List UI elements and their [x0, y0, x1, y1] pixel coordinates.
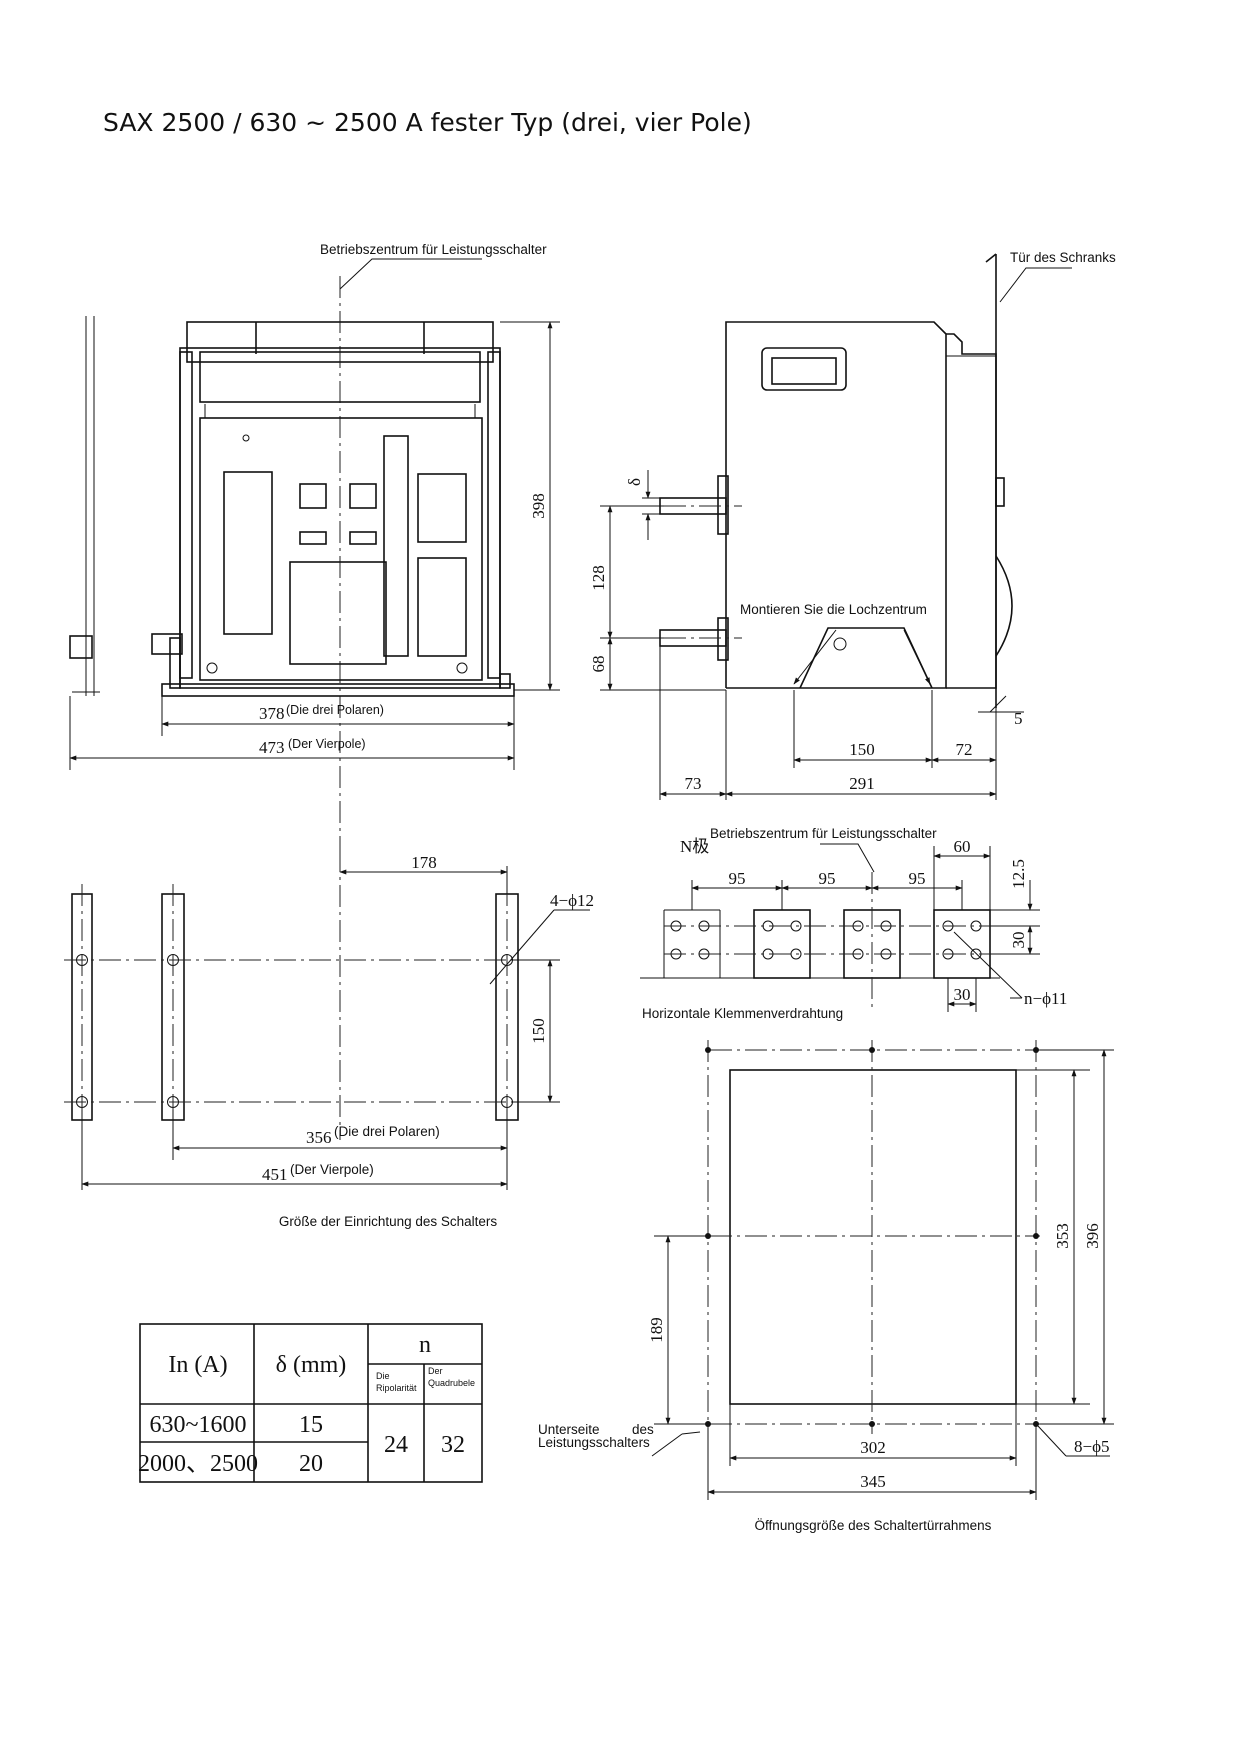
label-n-pole: N极 — [680, 837, 709, 856]
table-n-bipolar: 24 — [384, 1432, 408, 1458]
dim-mount-150: 150 — [529, 1018, 548, 1044]
dim-mount-356-note: (Die drei Polaren) — [334, 1124, 440, 1139]
label-breaker-center-top: Betriebszentrum für Leistungsschalter — [320, 242, 547, 257]
operating-handle — [383, 435, 409, 657]
label-breaker-center-terminals: Betriebszentrum für Leistungsschalter — [710, 826, 937, 841]
terminal-pole-1 — [753, 909, 811, 979]
base-plate — [161, 683, 515, 697]
dim-door-353: 353 — [1053, 1223, 1072, 1249]
dim-side-68: 68 — [589, 656, 608, 673]
table-header-in: In (A) — [168, 1352, 227, 1378]
label-cabinet-door: Tür des Schranks — [1010, 250, 1116, 265]
dim-side-150: 150 — [849, 740, 875, 759]
dim-mount-holes: 4−ϕ12 — [550, 891, 594, 910]
leader-breaker-center — [339, 258, 482, 290]
dim-side-128: 128 — [589, 565, 608, 591]
table-header-delta: δ (mm) — [276, 1352, 347, 1378]
dim-mount-451: 451 — [262, 1165, 288, 1184]
label-door-frame-opening: Öffnungsgröße des Schaltertürrahmens — [755, 1518, 992, 1533]
dim-door-396: 396 — [1083, 1223, 1102, 1249]
table-row-1-in: 630~1600 — [150, 1412, 247, 1438]
dim-mount-178: 178 — [411, 853, 437, 872]
label-mounting-size: Größe der Einrichtung des Schalters — [279, 1214, 498, 1229]
table-header-n-bipolar-1: Die — [376, 1371, 390, 1381]
label-breaker-bottom-1: Unterseite — [538, 1422, 600, 1437]
door-cutout — [729, 1069, 1017, 1405]
dim-front-w3-note: (Die drei Polaren) — [286, 703, 384, 717]
dim-side-5: 5 — [1014, 709, 1023, 728]
label-breaker-bottom-2: Leistungsschalters — [538, 1435, 650, 1450]
dim-side-291: 291 — [849, 774, 875, 793]
dim-side-delta: δ — [625, 478, 644, 486]
mounting-view: 178 4−ϕ12 150 356 (Die drei Polaren) 451… — [64, 850, 594, 1229]
side-terminal — [69, 635, 93, 659]
dim-mount-451-note: (Der Vierpole) — [290, 1162, 374, 1177]
dim-term-95c: 95 — [909, 869, 926, 888]
spec-table: In (A) δ (mm) n Die Ripolarität Der Quad… — [138, 1323, 483, 1483]
table-header-n-quad-1: Der — [428, 1366, 443, 1376]
dim-term-95b: 95 — [819, 869, 836, 888]
dim-door-holes: 8−ϕ5 — [1074, 1437, 1110, 1456]
side-body — [725, 321, 947, 689]
label-mount-hole-center: Montieren Sie die Lochzentrum — [740, 602, 927, 617]
dim-door-302: 302 — [860, 1438, 886, 1457]
table-row-1-delta: 15 — [299, 1412, 323, 1438]
label-breaker-bottom-1b: des — [632, 1422, 654, 1437]
table-row-2-in: 2000、2500 — [138, 1451, 258, 1477]
table-header-n: n — [419, 1332, 431, 1358]
terminal-pole-3 — [933, 909, 991, 979]
dim-term-holes: n−ϕ11 — [1024, 989, 1067, 1008]
dim-door-189: 189 — [647, 1317, 666, 1343]
dim-side-73: 73 — [685, 774, 702, 793]
dim-term-12-5: 12.5 — [1009, 859, 1028, 889]
dim-front-w4-note: (Der Vierpole) — [288, 737, 366, 751]
terminal-view: N极 Betriebszentrum für Leistungsschalter… — [640, 826, 1067, 1021]
dim-front-w3: 378 — [259, 704, 285, 723]
dim-term-95a: 95 — [729, 869, 746, 888]
nameplate-window — [761, 347, 847, 391]
table-header-n-quad-2: Quadrubele — [428, 1378, 475, 1388]
breaker-face — [199, 417, 483, 681]
dim-term-60: 60 — [954, 837, 971, 856]
window-left — [223, 471, 273, 635]
dim-term-30h: 30 — [954, 985, 971, 1004]
label-horizontal-wiring: Horizontale Klemmenverdrahtung — [642, 1006, 843, 1021]
dim-door-345: 345 — [860, 1472, 886, 1491]
front-view: Betriebszentrum für Leistungsschalter — [69, 242, 560, 850]
table-header-n-bipolar-2: Ripolarität — [376, 1383, 417, 1393]
dim-front-w4: 473 — [259, 738, 285, 757]
dim-mount-356: 356 — [306, 1128, 332, 1147]
dim-term-30v: 30 — [1009, 932, 1028, 949]
dim-front-height: 398 — [529, 493, 548, 519]
top-rail — [186, 321, 494, 363]
dim-side-72: 72 — [956, 740, 973, 759]
page-title: SAX 2500 / 630 ~ 2500 A fester Typ (drei… — [103, 108, 752, 137]
door-frame-view: 353 396 189 302 345 8−ϕ5 Unterseite des … — [538, 1040, 1114, 1533]
table-row-2-delta: 20 — [299, 1451, 323, 1477]
table-n-quad: 32 — [441, 1432, 465, 1458]
side-view: Tür des Schranks Montieren Sie die Lochz… — [589, 250, 1116, 800]
